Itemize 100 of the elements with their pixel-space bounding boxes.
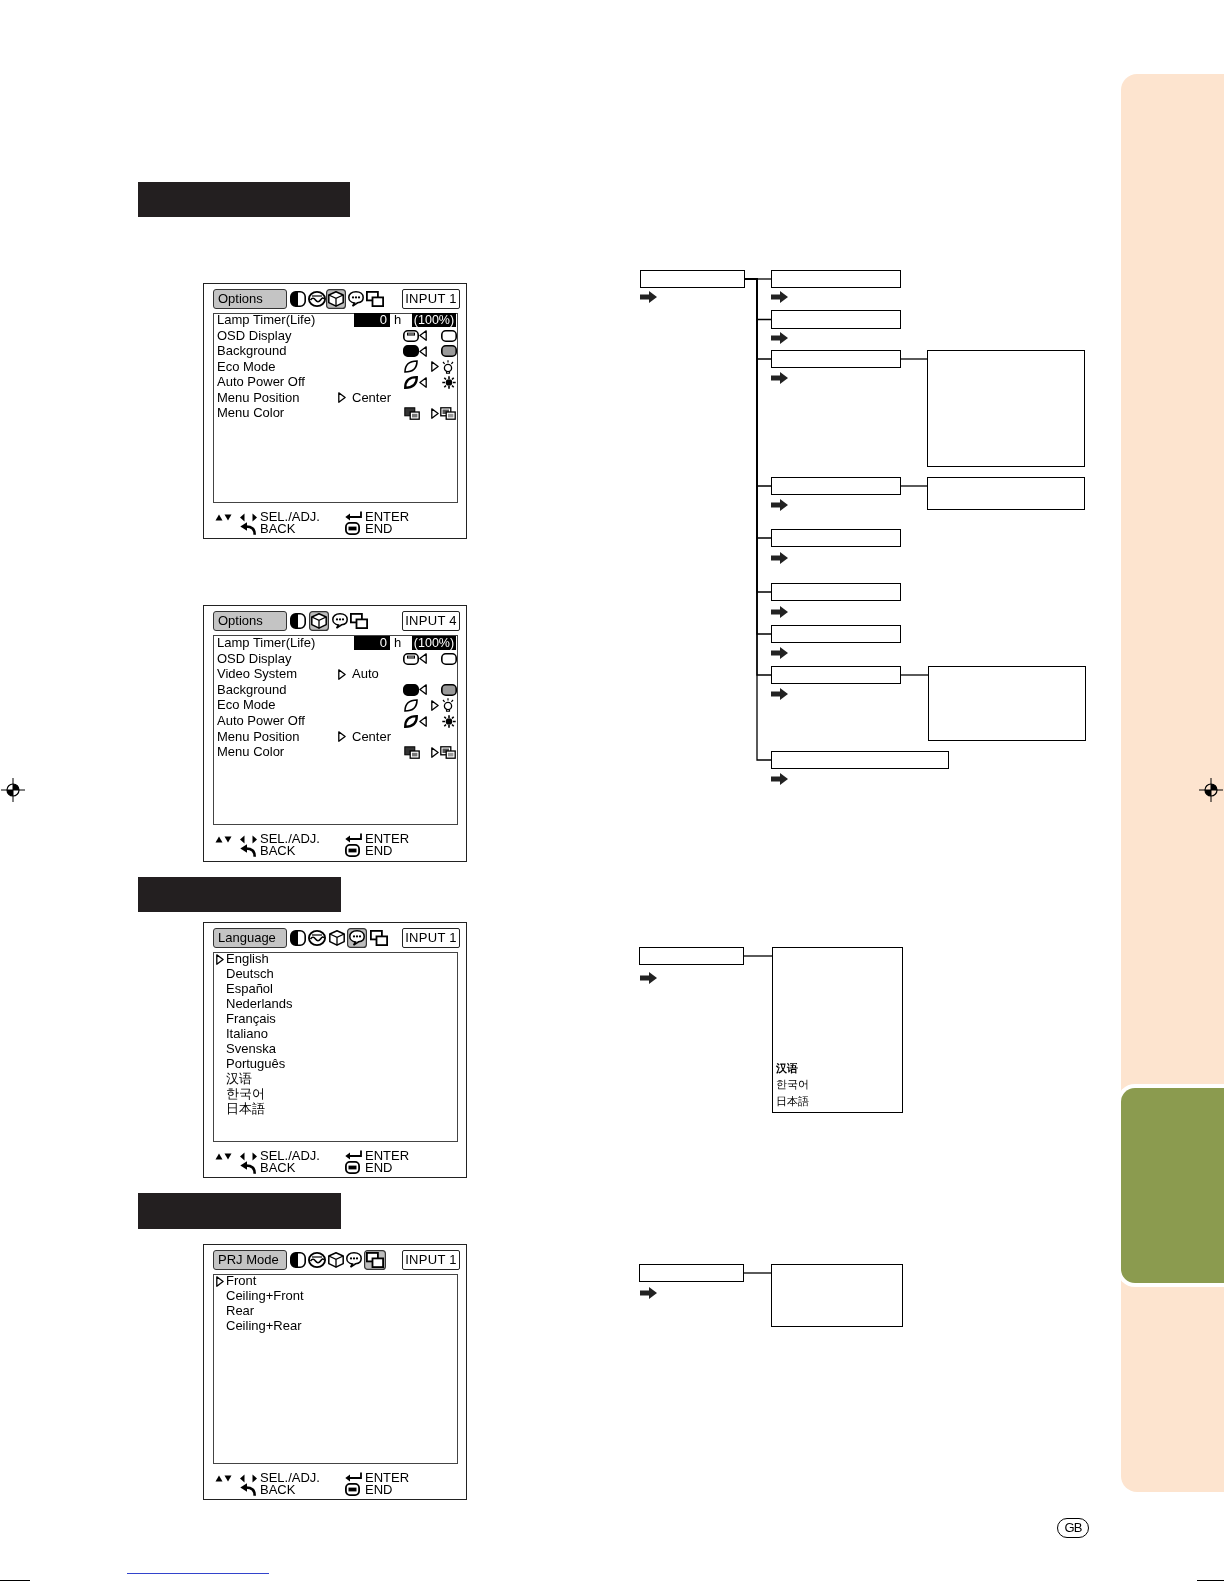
language-option: Español [226,981,273,997]
menu-screen [203,922,467,1178]
key-label: END [365,1482,393,1497]
key-label: END [365,521,393,536]
input-indicator: INPUT 4 [402,611,460,631]
input-indicator: INPUT 1 [402,289,460,309]
region-code-mark: GB [1057,1518,1089,1538]
connector-line [743,1272,772,1274]
unit-label: h [394,635,402,651]
menu-box [639,947,744,965]
language-option: 한국어 [226,1086,265,1102]
menu-box [771,666,901,684]
language-name: 한국어 [776,1078,809,1091]
menu-item-label: Lamp Timer(Life) [217,635,316,651]
key-label: BACK [260,843,296,858]
menu-item-label: Eco Mode [217,697,276,713]
menu-box [771,625,901,643]
lamp-life-value: (100%) [412,636,456,650]
menu-box [772,947,903,1113]
key-label: BACK [260,1160,296,1175]
key-label: BACK [260,1482,296,1497]
menu-box [639,1264,744,1282]
key-label: SEL./ADJ. [260,1148,320,1163]
setting-value: Center [352,729,392,745]
menu-box [771,270,901,288]
menu-item-label: Eco Mode [217,359,276,375]
mode-option: Ceiling+Front [226,1288,304,1304]
menu-item-label: Menu Position [217,390,300,406]
section-heading-bar [138,182,350,217]
menu-box [771,1264,903,1327]
menu-item-label: Menu Position [217,729,300,745]
menu-screen [203,605,467,862]
menu-list-panel [213,952,458,1142]
menu-item-label: OSD Display [217,328,292,344]
language-option: Italiano [226,1026,268,1042]
language-option: 汉语 [226,1071,252,1087]
menu-box [771,310,901,329]
key-label: SEL./ADJ. [260,509,320,524]
menu-item-label: OSD Display [217,651,292,667]
menu-item-label: Auto Power Off [217,374,305,390]
section-heading-bar [138,1193,341,1229]
input-indicator: INPUT 1 [402,1250,460,1270]
lamp-hours-value: 0 [354,636,390,650]
menu-item-label: Menu Color [217,405,285,421]
key-label: SEL./ADJ. [260,831,320,846]
connector-line [900,485,928,487]
lamp-hours-value: 0 [354,313,390,327]
section-heading-bar [138,877,341,912]
menu-item-label: Auto Power Off [217,713,305,729]
menu-box [771,477,901,495]
menu-box [640,270,745,288]
menu-box [771,529,901,547]
menu-box [771,583,901,601]
language-option: Svenska [226,1041,276,1057]
lamp-life-value: (100%) [412,313,456,327]
menu-list-panel [213,313,458,503]
language-name: 汉语 [776,1062,798,1075]
menu-box [927,350,1085,467]
menu-box [927,477,1085,510]
key-label: SEL./ADJ. [260,1470,320,1485]
menu-box [771,350,901,368]
key-label: ENTER [365,831,410,846]
mode-option: Rear [226,1303,255,1319]
language-option: Nederlands [226,996,293,1012]
menu-box [928,666,1086,741]
menu-tab: PRJ Mode [213,1250,287,1270]
menu-screen [203,1244,467,1500]
menu-item-label: Background [217,343,287,359]
key-label: ENTER [365,1470,410,1485]
menu-list-panel [213,1274,458,1464]
key-label: END [365,1160,393,1175]
language-option: Deutsch [226,966,274,982]
menu-item-label: Lamp Timer(Life) [217,312,316,328]
key-label: END [365,843,393,858]
menu-screen [203,283,467,539]
menu-box [771,751,949,769]
key-label: BACK [260,521,296,536]
language-option: 日本語 [226,1101,265,1117]
menu-item-label: Background [217,682,287,698]
menu-tab: Options [213,289,287,309]
unit-label: h [394,312,402,328]
setting-value: Center [352,390,392,406]
language-option: Français [226,1011,276,1027]
language-option: Português [226,1056,286,1072]
menu-item-label: Menu Color [217,744,285,760]
language-name: 日本語 [776,1095,809,1108]
menu-tab: Language [213,928,287,948]
menu-list-panel [213,635,458,825]
key-label: ENTER [365,1148,410,1163]
input-indicator: INPUT 1 [402,928,460,948]
connector-line [900,358,928,360]
menu-item-label: Video System [217,666,297,682]
connector-line [900,674,929,676]
mode-option: Front [226,1273,257,1289]
connector-line [743,955,773,957]
key-label: ENTER [365,509,410,524]
mode-option: Ceiling+Rear [226,1318,302,1334]
menu-tab: Options [213,611,287,631]
setting-value: Auto [352,666,379,682]
language-option: English [226,951,269,967]
